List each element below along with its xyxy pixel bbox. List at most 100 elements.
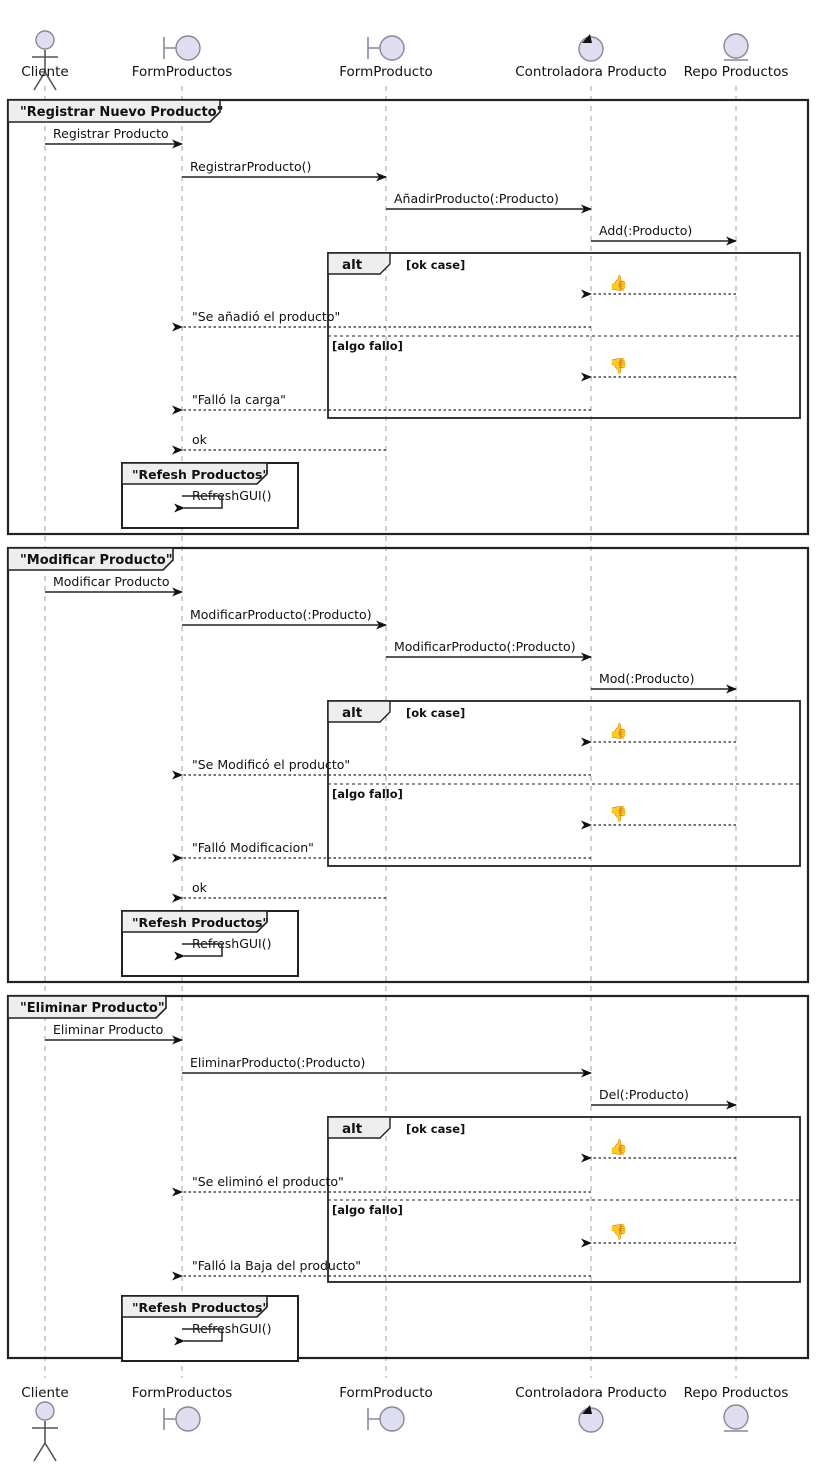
message-frame-modificar-tail[interactable]: ok	[172, 880, 386, 903]
message-label: "Se Modificó el producto"	[192, 757, 350, 772]
boundary-bar-icon	[163, 37, 176, 59]
actor-head-icon	[35, 30, 55, 50]
participant-foot-cliente[interactable]	[32, 1401, 58, 1462]
message-label: "Falló la Baja del producto"	[192, 1258, 361, 1273]
message-label: RegistrarProducto()	[190, 159, 311, 174]
message-label: Add(:Producto)	[599, 223, 692, 238]
message-frame-modificar-msg-3[interactable]: Mod(:Producto)	[591, 671, 737, 694]
ref-title: "Refesh Productos"	[132, 1300, 269, 1315]
entity-circle-icon	[723, 33, 749, 59]
message-frame-eliminar-msg-1[interactable]: EliminarProducto(:Producto)	[182, 1055, 592, 1078]
boundary-bar-icon	[367, 1408, 380, 1430]
message-frame-eliminar-alt1-ret-0[interactable]: 👎	[581, 1223, 736, 1248]
ref-label-tab	[121, 910, 268, 933]
frame-eliminar: "Eliminar Producto"	[6, 994, 810, 1360]
frame-title: "Modificar Producto"	[20, 553, 173, 568]
actor-head-icon	[35, 1401, 55, 1421]
ref-title: "Refesh Productos"	[132, 467, 269, 482]
message-label: Modificar Producto	[53, 574, 169, 589]
message-frame-modificar-msg-2[interactable]: ModificarProducto(:Producto)	[386, 639, 592, 662]
frame-title: "Eliminar Producto"	[20, 1001, 165, 1016]
message-label: "Falló la carga"	[192, 392, 286, 407]
message-frame-registrar-alt0-ret-1[interactable]: "Se añadió el producto"	[172, 309, 591, 332]
message-frame-modificar-alt1-ret-0[interactable]: 👎	[581, 805, 736, 830]
message-frame-registrar-msg-3[interactable]: Add(:Producto)	[591, 223, 737, 246]
participant-footer-label-cliente: Cliente	[21, 1385, 68, 1401]
message-label: ok	[192, 880, 208, 895]
frame-border	[6, 546, 810, 984]
message-frame-modificar-msg-1[interactable]: ModificarProducto(:Producto)	[182, 607, 387, 630]
message-frame-eliminar-alt0-ret-1[interactable]: "Se eliminó el producto"	[172, 1174, 591, 1197]
frame-registrar-ref-fragment: "Refesh Productos"RefreshGUI()	[121, 462, 299, 529]
message-label: Mod(:Producto)	[599, 671, 694, 686]
message-frame-registrar-msg-2[interactable]: AñadirProducto(:Producto)	[386, 191, 592, 214]
alt-guard-1: [ok case]	[406, 258, 465, 272]
message-frame-eliminar-msg-0[interactable]: Eliminar Producto	[45, 1022, 183, 1045]
boundary-circle-icon	[379, 35, 405, 61]
participant-foot-controladora[interactable]	[578, 1405, 604, 1433]
message-label: Del(:Producto)	[599, 1087, 689, 1102]
participant-label-formproducto: FormProducto	[339, 64, 433, 80]
message-label: ok	[192, 432, 208, 447]
participant-head-cliente[interactable]	[32, 30, 58, 91]
message-frame-registrar-alt1-ret-1[interactable]: "Falló la carga"	[172, 392, 591, 415]
boundary-bar-icon	[163, 1408, 176, 1430]
participant-label-controladora: Controladora Producto	[515, 64, 667, 80]
frame-registrar: "Registrar Nuevo Producto"	[6, 98, 810, 536]
self-call-label: RefreshGUI()	[192, 1321, 271, 1336]
frame-title: "Registrar Nuevo Producto"	[20, 105, 223, 120]
message-frame-modificar-msg-0[interactable]: Modificar Producto	[45, 574, 183, 597]
participant-head-repo[interactable]	[723, 33, 749, 61]
message-frame-modificar-alt0-ret-1[interactable]: "Se Modificó el producto"	[172, 757, 591, 780]
alt-guard-1: [ok case]	[406, 706, 465, 720]
self-call-arrow	[174, 1328, 223, 1346]
alt-guard-2: [algo fallo]	[332, 787, 403, 801]
alt-guard-2: [algo fallo]	[332, 339, 403, 353]
message-label: ModificarProducto(:Producto)	[190, 607, 372, 622]
entity-circle-icon	[723, 1404, 749, 1430]
message-frame-registrar-alt0-ret-0[interactable]: 👍	[581, 274, 736, 299]
frame-modificar-alt-fragment: alt[ok case][algo fallo]	[327, 700, 801, 867]
message-frame-registrar-msg-0[interactable]: Registrar Producto	[45, 126, 183, 149]
participant-foot-formproductos[interactable]	[163, 1406, 201, 1432]
message-frame-eliminar-alt0-ret-0[interactable]: 👍	[581, 1138, 736, 1163]
frame-border	[6, 98, 810, 536]
message-frame-registrar-msg-1[interactable]: RegistrarProducto()	[182, 159, 387, 182]
message-frame-eliminar-msg-2[interactable]: Del(:Producto)	[591, 1087, 737, 1110]
message-frame-modificar-alt0-ret-0[interactable]: 👍	[581, 722, 736, 747]
participant-footer-label-formproducto: FormProducto	[339, 1385, 433, 1401]
participant-footer-label-formproductos: FormProductos	[132, 1385, 233, 1401]
boundary-circle-icon	[379, 1406, 405, 1432]
thumbs-down-icon: 👎	[609, 357, 628, 375]
ref-title: "Refesh Productos"	[132, 915, 269, 930]
message-label: ModificarProducto(:Producto)	[394, 639, 576, 654]
alt-label-tab	[327, 252, 391, 275]
thumbs-up-icon: 👍	[609, 1138, 628, 1156]
message-label: EliminarProducto(:Producto)	[190, 1055, 365, 1070]
participant-foot-formproducto[interactable]	[367, 1406, 405, 1432]
participant-head-formproducto[interactable]	[367, 35, 405, 61]
participant-head-controladora[interactable]	[578, 34, 604, 62]
frame-label-tab	[7, 547, 174, 571]
thumbs-up-icon: 👍	[609, 274, 628, 292]
ref-label-tab	[121, 1295, 268, 1318]
message-frame-eliminar-alt1-ret-1[interactable]: "Falló la Baja del producto"	[172, 1258, 591, 1281]
frame-modificar-ref-fragment: "Refesh Productos"RefreshGUI()	[121, 910, 299, 977]
message-frame-modificar-alt1-ret-1[interactable]: "Falló Modificacion"	[172, 840, 591, 863]
frame-registrar-alt-fragment: alt[ok case][algo fallo]	[327, 252, 801, 419]
alt-keyword: alt	[342, 1121, 363, 1137]
frame-eliminar-ref-fragment: "Refesh Productos" RefreshGUI()	[121, 1295, 299, 1362]
frame-label-tab	[7, 99, 221, 123]
message-label: Registrar Producto	[53, 126, 169, 141]
participant-head-formproductos[interactable]	[163, 35, 201, 61]
participant-label-formproductos: FormProductos	[132, 64, 233, 80]
participant-foot-repo[interactable]	[723, 1404, 749, 1432]
lifelines-layer	[44, 86, 737, 1378]
message-label: "Falló Modificacion"	[192, 840, 314, 855]
message-frame-registrar-alt1-ret-0[interactable]: 👎	[581, 357, 736, 382]
message-label: "Se eliminó el producto"	[192, 1174, 344, 1189]
participant-label-repo: Repo Productos	[684, 64, 789, 80]
message-frame-registrar-tail[interactable]: ok	[172, 432, 386, 455]
